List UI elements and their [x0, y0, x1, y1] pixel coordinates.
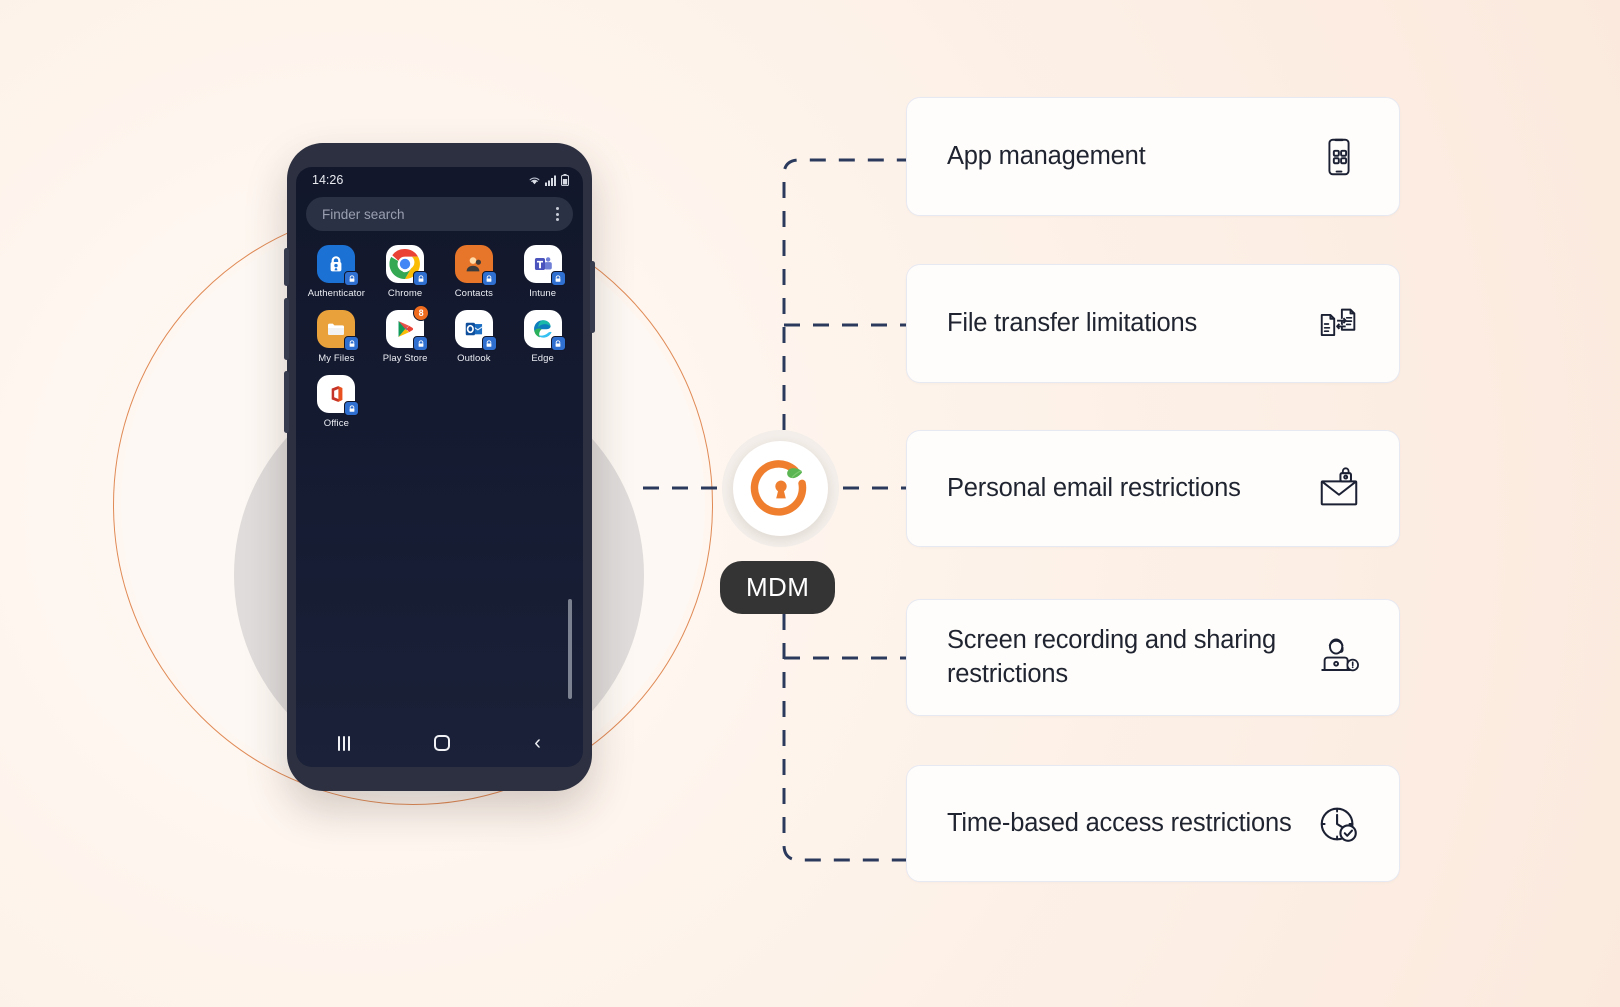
- card-title: App management: [947, 141, 1146, 170]
- managed-lock-badge: [481, 271, 497, 286]
- app-my-files[interactable]: My Files: [302, 310, 371, 364]
- phone-mockup: 14:26: [284, 143, 595, 791]
- screen-scroll-indicator[interactable]: [568, 599, 572, 699]
- app-play-store[interactable]: 8 Play Store: [371, 305, 440, 364]
- feature-card-file-transfer[interactable]: File transfer limitations: [906, 264, 1400, 383]
- phone-volume-up-button[interactable]: [284, 298, 289, 360]
- app-office[interactable]: Office: [302, 375, 371, 429]
- mdm-hub: [722, 430, 839, 547]
- microsoft-authenticator-icon: [317, 245, 360, 286]
- phone-app-grid-icon: [1313, 131, 1365, 183]
- app-intune[interactable]: Intune: [508, 245, 577, 299]
- app-label: Contacts: [454, 288, 494, 299]
- status-icon-group: [528, 174, 569, 186]
- app-edge[interactable]: Edge: [508, 310, 577, 364]
- managed-lock-badge: [550, 271, 566, 286]
- finder-search-bar[interactable]: Finder search: [306, 197, 573, 231]
- feature-card-screen-recording[interactable]: Screen recording and sharing restriction…: [906, 599, 1400, 716]
- app-label: Office: [323, 418, 349, 429]
- outlook-icon: [454, 310, 497, 351]
- phone-screen: 14:26: [296, 167, 583, 767]
- managed-lock-badge: [481, 336, 497, 351]
- screen-recording-restriction-icon: [1313, 632, 1365, 684]
- status-bar: 14:26: [296, 167, 583, 193]
- mdm-padlock-leaf-logo: [750, 459, 806, 516]
- chrome-icon: [386, 245, 429, 286]
- app-label: Chrome: [387, 288, 423, 299]
- feature-card-app-management[interactable]: App management: [906, 97, 1400, 216]
- managed-lock-badge: [413, 336, 429, 351]
- phone-power-button[interactable]: [590, 261, 595, 333]
- contacts-icon: [454, 245, 497, 286]
- back-icon[interactable]: ‹: [534, 732, 541, 754]
- signal-icon: [545, 175, 556, 186]
- locked-envelope-icon: [1313, 463, 1365, 515]
- microsoft-edge-icon: [523, 310, 566, 351]
- card-title: Screen recording and sharing restriction…: [947, 625, 1276, 688]
- managed-lock-badge: [550, 336, 566, 351]
- managed-lock-badge: [344, 271, 360, 286]
- feature-card-personal-email[interactable]: Personal email restrictions: [906, 430, 1400, 547]
- google-play-store-icon: 8: [386, 305, 430, 351]
- app-label: Intune: [529, 288, 557, 299]
- managed-lock-badge: [344, 336, 360, 351]
- battery-icon: [561, 174, 569, 186]
- mdm-label-text: MDM: [746, 572, 810, 602]
- kebab-menu-icon[interactable]: [556, 207, 559, 221]
- notification-count-badge: 8: [413, 305, 430, 321]
- feature-card-time-based-access[interactable]: Time-based access restrictions: [906, 765, 1400, 882]
- app-authenticator[interactable]: Authenticator: [302, 245, 371, 299]
- app-label: My Files: [318, 353, 355, 364]
- file-transfer-icon: [1313, 298, 1365, 350]
- card-title: Personal email restrictions: [947, 473, 1241, 502]
- managed-lock-badge: [413, 271, 429, 286]
- app-contacts[interactable]: Contacts: [440, 245, 509, 299]
- search-placeholder: Finder search: [322, 206, 405, 222]
- wifi-icon: [529, 177, 540, 184]
- card-title: File transfer limitations: [947, 308, 1198, 337]
- app-chrome[interactable]: Chrome: [371, 245, 440, 299]
- managed-lock-badge: [344, 401, 360, 416]
- home-icon[interactable]: [434, 735, 451, 751]
- app-label: Edge: [531, 353, 554, 364]
- app-outlook[interactable]: Outlook: [440, 310, 509, 364]
- status-time: 14:26: [312, 173, 344, 187]
- phone-side-button-top[interactable]: [284, 248, 289, 286]
- intune-teams-icon: [523, 245, 566, 286]
- mdm-pill-label: MDM: [720, 561, 836, 614]
- phone-volume-down-button[interactable]: [284, 371, 289, 433]
- app-label: Play Store: [382, 353, 428, 364]
- my-files-icon: [317, 310, 360, 351]
- app-label: Authenticator: [307, 288, 366, 299]
- clock-check-icon: [1313, 798, 1365, 850]
- mdm-logo-circle: [733, 441, 828, 536]
- card-title: Time-based access restrictions: [947, 808, 1292, 837]
- app-label: Outlook: [457, 353, 491, 364]
- android-nav-bar: ‹: [296, 719, 583, 767]
- recent-apps-icon[interactable]: [338, 735, 351, 751]
- app-grid: Authenticator: [296, 231, 583, 429]
- microsoft-office-icon: [317, 375, 360, 416]
